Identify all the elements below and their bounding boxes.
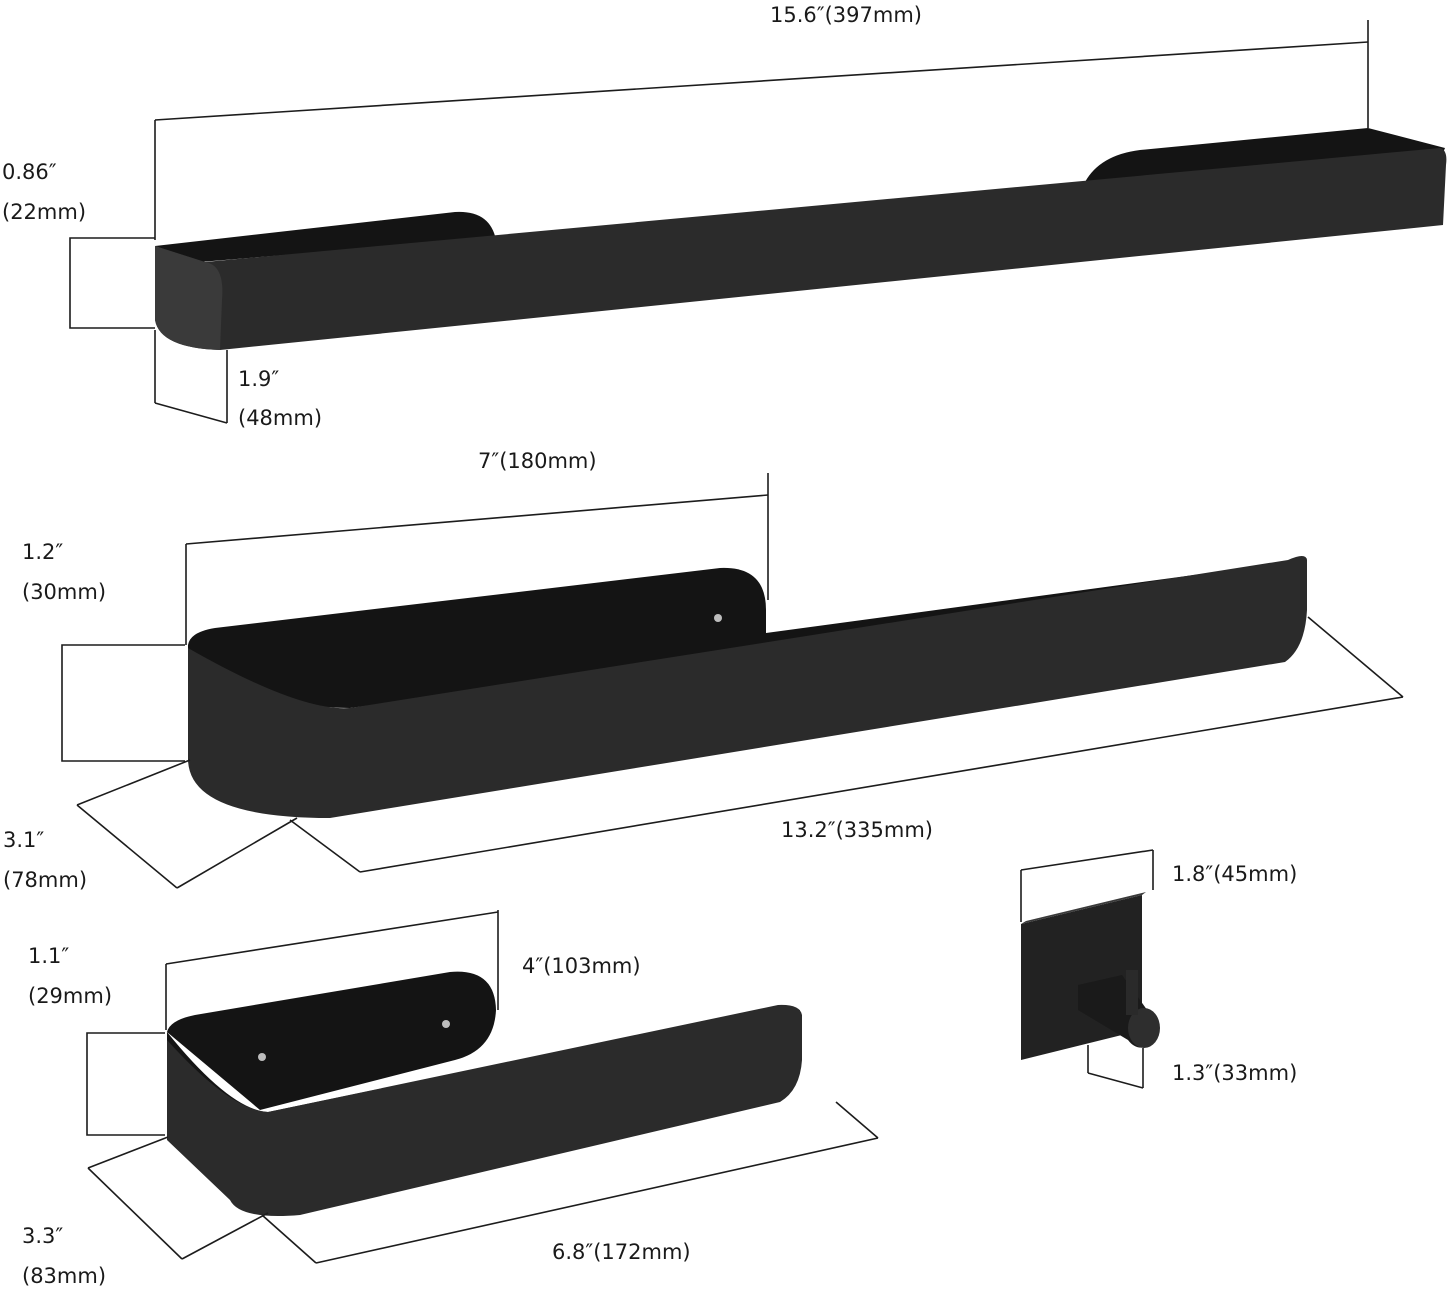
towel-holder-length-line [359, 696, 1404, 873]
towel-holder-length-label: 13.2″(335mm) [781, 818, 933, 842]
towel-bar-height-mm-label: (22mm) [2, 200, 87, 224]
towel-bar-length-line [154, 41, 1369, 121]
towel-holder-front-face [188, 556, 1307, 818]
hook-knob [1128, 1008, 1160, 1048]
hook-depth-line [1087, 1072, 1144, 1089]
paper-holder-depth-tick-front [181, 1212, 269, 1260]
paper-holder-screw-hole-left [258, 1053, 266, 1061]
towel-holder-depth-mm-label: (78mm) [3, 868, 88, 892]
hook-post [1126, 970, 1138, 1015]
towel-bar-end-cap [155, 246, 223, 350]
towel-bar-depth-mm-label: (48mm) [238, 406, 323, 430]
towel-holder-mount-length-line [185, 494, 769, 545]
paper-holder-dimension-lines [86, 910, 879, 1264]
paper-holder-mount-length-label: 4″(103mm) [522, 954, 641, 978]
towel-holder-height-bracket [61, 644, 185, 762]
paper-holder-length-tick-left [261, 1214, 317, 1264]
towel-holder-dimension-lines [61, 473, 1404, 889]
towel-bar-length-label: 15.6″(397mm) [770, 3, 922, 27]
hook-width-label: 1.8″(45mm) [1172, 862, 1298, 886]
paper-holder-front-face [167, 1004, 802, 1216]
paper-holder-height-mm-label: (29mm) [28, 984, 113, 1008]
paper-holder-height-bracket [86, 1032, 165, 1136]
paper-holder-depth-tick-back [87, 1136, 169, 1169]
paper-holder-screw-hole-right [442, 1020, 450, 1028]
towel-holder-length-tick-left [289, 819, 361, 873]
towel-holder [188, 556, 1307, 818]
paper-holder-length-label: 6.8″(172mm) [552, 1240, 691, 1264]
paper-holder [167, 971, 802, 1216]
towel-bar-top-surface [155, 128, 1445, 262]
hook-width-line [1020, 849, 1154, 871]
towel-holder-depth-inches-label: 3.1″ [3, 828, 45, 852]
towel-holder-screw-hole [714, 614, 722, 622]
towel-bar-front-face [155, 148, 1447, 350]
paper-holder-length-tick-right [835, 1101, 879, 1139]
towel-bar-dimension-lines [69, 20, 1369, 424]
towel-bar-depth-inches-label: 1.9″ [238, 367, 280, 391]
towel-holder-depth-line [76, 804, 178, 889]
robe-hook [1021, 892, 1160, 1060]
hook-dimension-lines [1020, 849, 1154, 1089]
towel-holder-height-mm-label: (30mm) [22, 580, 107, 604]
paper-holder-depth-mm-label: (83mm) [22, 1264, 107, 1288]
towel-holder-depth-tick-back [76, 759, 191, 806]
paper-holder-depth-line [87, 1167, 183, 1260]
towel-holder-depth-tick-front [176, 817, 298, 889]
towel-holder-length-tick-right [1307, 616, 1404, 698]
towel-holder-height-inches-label: 1.2″ [22, 540, 64, 564]
paper-holder-mount-plate [167, 971, 496, 1110]
hook-depth-label: 1.3″(33mm) [1172, 1061, 1298, 1085]
towel-holder-mount-length-label: 7″(180mm) [478, 449, 597, 473]
towel-bar-height-bracket [69, 237, 155, 329]
paper-holder-mount-length-line [165, 911, 499, 965]
towel-bar-height-inches-label: 0.86″ [2, 160, 57, 184]
towel-bar-depth-line [154, 402, 228, 424]
paper-holder-height-inches-label: 1.1″ [28, 944, 70, 968]
paper-holder-length-line [315, 1137, 879, 1264]
towel-holder-top-surface [188, 562, 1303, 708]
hook-plate-edge [1021, 892, 1146, 924]
paper-holder-depth-inches-label: 3.3″ [22, 1224, 64, 1248]
towel-bar [155, 128, 1447, 350]
